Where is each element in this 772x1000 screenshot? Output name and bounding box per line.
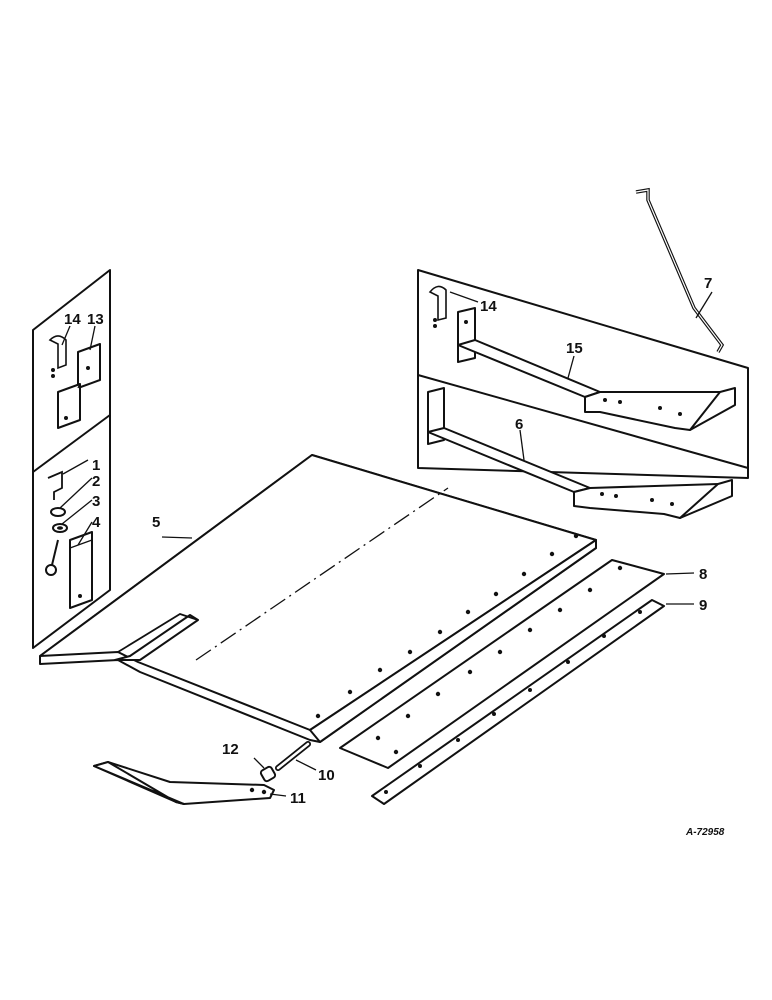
bracket-4	[69, 531, 93, 609]
right-inset-panel	[417, 269, 749, 519]
label-2: 2	[92, 473, 100, 490]
drawing-code: A-72958	[685, 827, 725, 838]
label-10: 10	[318, 767, 335, 784]
label-11: 11	[290, 790, 306, 807]
label-3: 3	[92, 493, 100, 510]
bracket-11	[93, 761, 287, 805]
label-13: 13	[87, 311, 104, 328]
clip-14-left	[48, 335, 67, 378]
label-7: 7	[704, 275, 712, 292]
label-9: 9	[699, 597, 707, 614]
support-15	[457, 307, 736, 431]
label-1: 1	[92, 457, 100, 474]
clip-14-right	[428, 285, 447, 328]
bracket-13	[57, 343, 101, 429]
label-4: 4	[92, 514, 101, 531]
callout-labels: 14 13 1 2 3 4 5 14 15 6 7 8 9 10 11 12 A…	[64, 275, 725, 838]
support-6	[427, 387, 733, 519]
spacer-12	[253, 757, 277, 783]
clip-1	[47, 470, 63, 500]
grommet-3	[52, 523, 68, 533]
pan-5	[39, 454, 597, 743]
label-6: 6	[515, 416, 523, 433]
eye-bolt	[45, 539, 59, 576]
pin-10	[275, 741, 317, 771]
rod-7	[635, 187, 725, 353]
label-5: 5	[152, 514, 160, 531]
label-12: 12	[222, 741, 239, 758]
label-14-left: 14	[64, 311, 81, 328]
left-inset-panel	[32, 269, 111, 649]
label-8: 8	[699, 566, 707, 583]
strip-8	[339, 559, 695, 769]
washer-2	[50, 507, 66, 517]
strip-9	[371, 599, 694, 805]
label-15: 15	[566, 340, 583, 357]
label-14-right: 14	[480, 298, 497, 315]
